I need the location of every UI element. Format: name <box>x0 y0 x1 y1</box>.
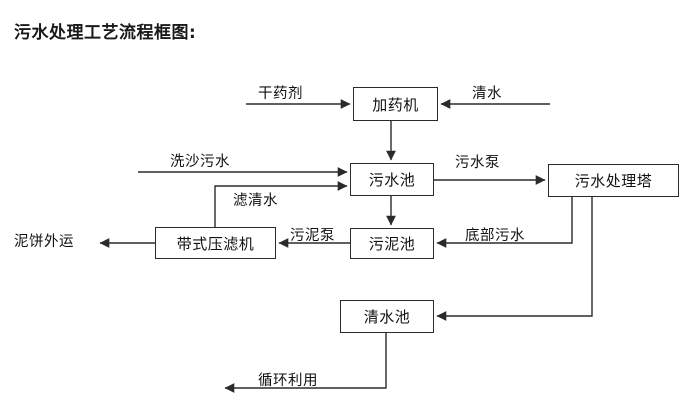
node-clear-water-pool[interactable]: 清水池 <box>340 300 434 333</box>
terminal-label-mud-cake-out: 泥饼外运 <box>14 234 74 250</box>
edge-label-dry-chemical: 干药剂 <box>258 86 303 102</box>
edge-label-clean-water: 清水 <box>472 86 502 102</box>
edge-label-bottom-sewage: 底部污水 <box>465 228 525 244</box>
edge-treatment-tower-to-clear-water-pool <box>436 197 593 321</box>
edge-treatment-tower-to-sludge-pool <box>436 197 573 248</box>
page-title: 污水处理工艺流程框图: <box>14 23 197 43</box>
node-belt-filter-press[interactable]: 带式压滤机 <box>155 227 276 259</box>
edge-label-recycle-reuse: 循环利用 <box>258 373 318 389</box>
node-treatment-tower[interactable]: 污水处理塔 <box>548 164 679 197</box>
node-dosing-machine[interactable]: 加药机 <box>353 87 438 121</box>
edge-label-sludge-pump: 污泥泵 <box>290 228 335 244</box>
node-wastewater-pool[interactable]: 污水池 <box>350 163 434 196</box>
node-sludge-pool[interactable]: 污泥池 <box>350 228 434 259</box>
edge-label-sewage-pump: 污水泵 <box>455 155 500 171</box>
edge-label-filtered-clear-water: 滤清水 <box>233 193 278 209</box>
edge-label-sand-wash-sewage: 洗沙污水 <box>170 154 230 170</box>
edge-clear-water-pool-to-recycle <box>224 333 387 393</box>
edge-belt-press-to-wastewater-pool <box>214 181 348 227</box>
